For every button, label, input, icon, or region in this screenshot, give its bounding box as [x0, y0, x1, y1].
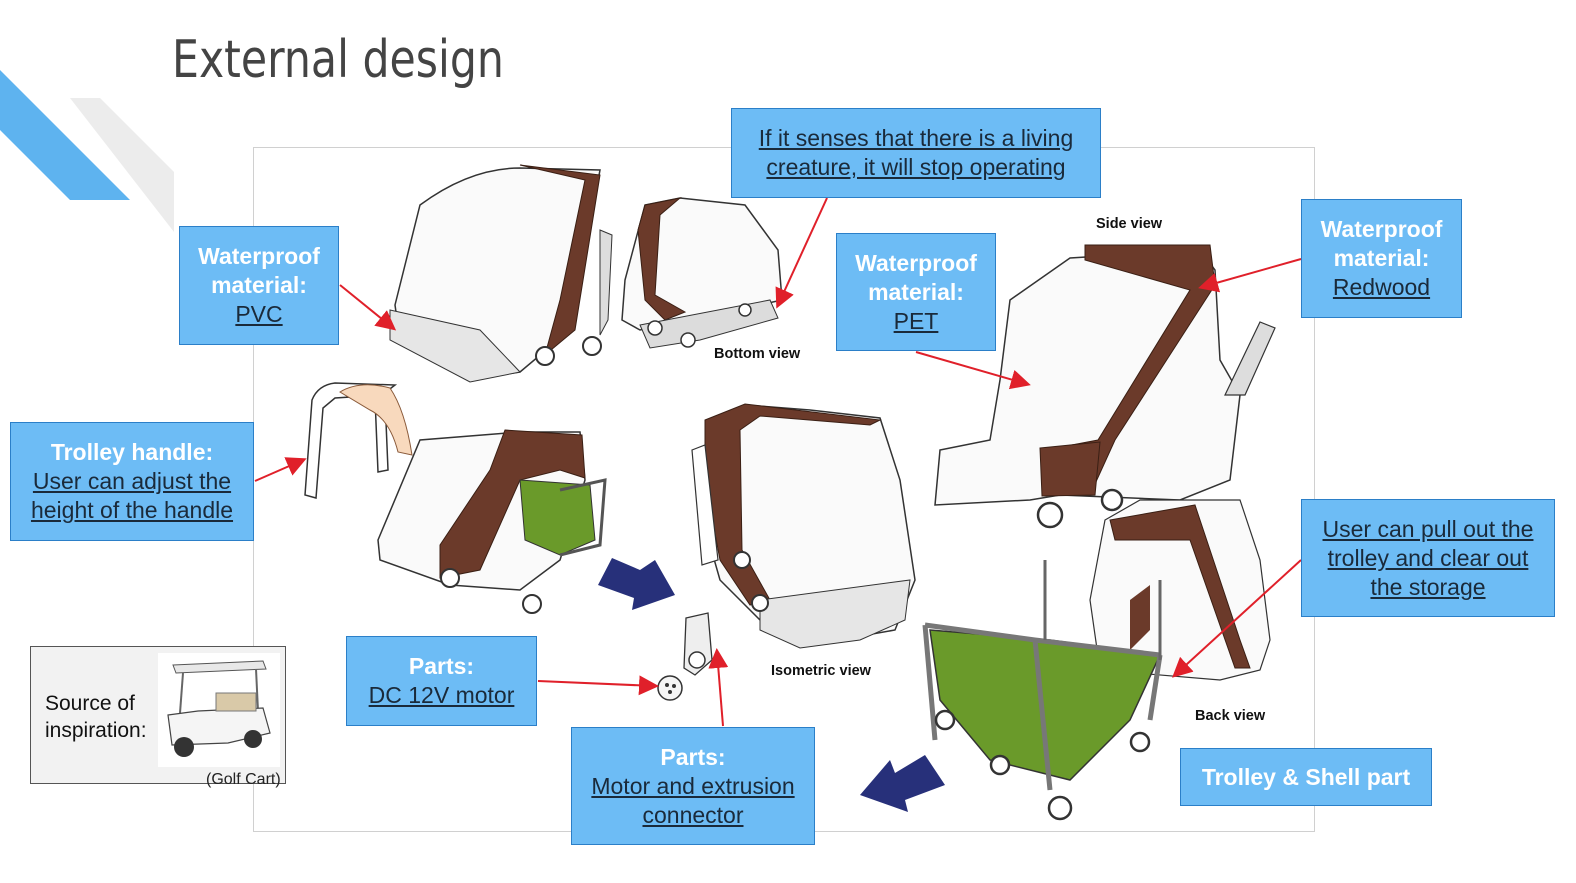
- motor-part-sketch: [657, 612, 713, 701]
- navy-arrow-lower: [860, 755, 945, 812]
- side-view-cart-sketch: [934, 244, 1276, 529]
- callout-arrows: [254, 197, 1302, 727]
- slide-title: External design: [172, 30, 504, 90]
- callout-pvc-line2: material:: [211, 272, 307, 298]
- inspiration-text: Source of inspiration:: [45, 690, 147, 744]
- callout-living-line2: creature, it will stop operating: [766, 154, 1066, 180]
- callout-pvc: Waterproof material: PVC: [179, 226, 339, 345]
- callout-pet-line1: Waterproof: [855, 249, 977, 276]
- back-view-trolley-sketch: [922, 499, 1271, 821]
- callout-pet-line2: material:: [868, 278, 964, 305]
- bottom-view-sketch: [621, 197, 783, 349]
- inspiration-line1: Source of: [45, 692, 135, 715]
- callout-redwood: Waterproof material: Redwood: [1301, 199, 1462, 318]
- callout-living-creature: If it senses that there is a living crea…: [731, 108, 1101, 198]
- inspiration-line2: inspiration:: [45, 719, 147, 742]
- callout-dc-motor: Parts: DC 12V motor: [346, 636, 537, 726]
- corner-decoration: [0, 70, 174, 232]
- callout-pullout-line3: the storage: [1370, 573, 1486, 600]
- callout-pull-out: User can pull out the trolley and clear …: [1301, 499, 1555, 617]
- back-view-label: Back view: [1195, 708, 1266, 724]
- callout-pvc-line1: Waterproof: [198, 243, 320, 269]
- callout-redwood-line1: Waterproof: [1320, 216, 1443, 242]
- callout-pullout-line1: User can pull out the: [1322, 515, 1534, 542]
- callout-handle-title: Trolley handle:: [50, 439, 214, 465]
- isometric-view-label: Isometric view: [771, 663, 871, 679]
- callout-pvc-value: PVC: [235, 301, 283, 327]
- top-left-cart-sketch: [389, 164, 613, 383]
- middle-cart-sketch: [377, 429, 607, 614]
- callout-trolley-handle: Trolley handle: User can adjust the heig…: [10, 422, 254, 541]
- callout-motor-value: DC 12V motor: [368, 682, 515, 708]
- callout-connector-line1: Motor and extrusion: [591, 772, 795, 799]
- side-view-label: Side view: [1096, 216, 1163, 232]
- callout-trolley-shell-text: Trolley & Shell part: [1201, 763, 1411, 790]
- callout-handle-line2: height of the handle: [30, 497, 234, 523]
- golf-cart-caption: (Golf Cart): [206, 771, 281, 788]
- callout-connector-line2: connector: [642, 801, 744, 828]
- callout-redwood-value: Redwood: [1332, 274, 1431, 300]
- isometric-cart-sketch: [691, 403, 916, 649]
- bottom-view-label: Bottom view: [714, 346, 801, 362]
- callout-connector-title: Parts:: [660, 743, 726, 770]
- callout-pullout-line2: trolley and clear out: [1327, 544, 1529, 571]
- navy-arrow-upper: [598, 558, 675, 610]
- callout-pet-value: PET: [893, 307, 939, 334]
- inspiration-box: Source of inspiration: (Golf Cart): [30, 646, 286, 788]
- callout-living-line1: If it senses that there is a living: [758, 125, 1074, 151]
- callout-redwood-line2: material:: [1333, 245, 1430, 271]
- callout-pet: Waterproof material: PET: [836, 233, 996, 351]
- callout-trolley-shell: Trolley & Shell part: [1180, 748, 1432, 806]
- callout-motor-title: Parts:: [408, 653, 475, 679]
- callout-handle-line1: User can adjust the: [32, 468, 232, 494]
- callout-connector: Parts: Motor and extrusion connector: [571, 727, 815, 845]
- trolley-handle-sketch: [304, 382, 413, 499]
- golf-cart-image: [158, 653, 280, 767]
